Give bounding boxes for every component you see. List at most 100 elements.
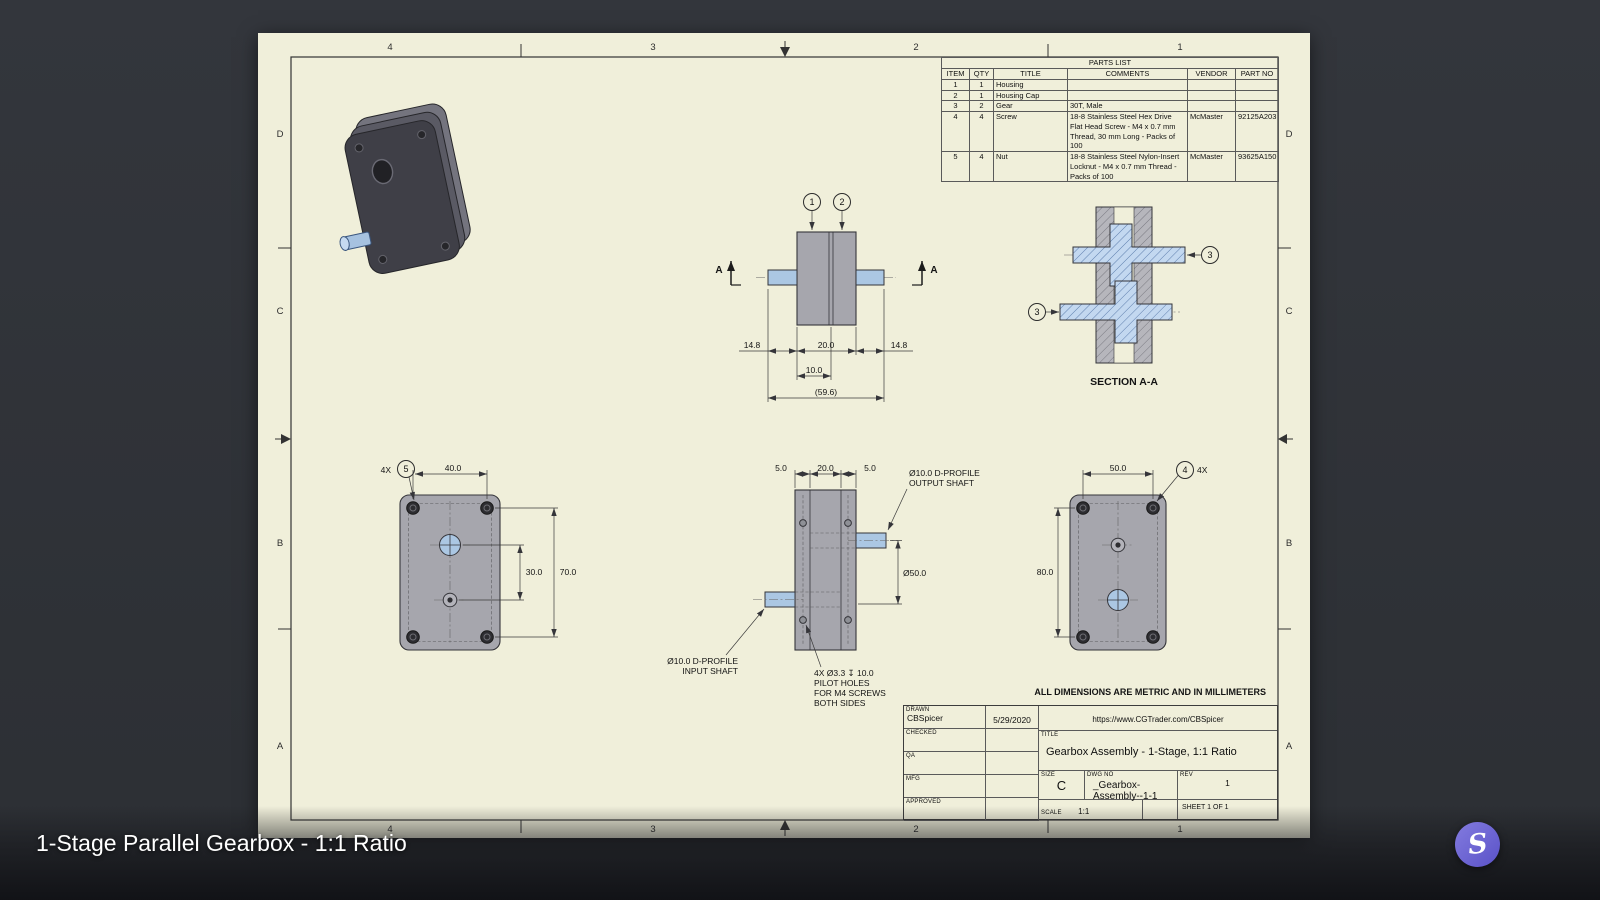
section-label: SECTION A-A <box>1090 376 1158 388</box>
svg-text:40.0: 40.0 <box>445 463 462 473</box>
drawn-cell: DRAWN CBSpicer <box>904 706 986 729</box>
zone-label: A <box>277 741 284 752</box>
balloon-2: 2 <box>833 193 851 230</box>
zone-label: D <box>1286 129 1293 140</box>
gear-section-top <box>1072 223 1186 287</box>
screw-head <box>417 130 427 140</box>
screw-heads <box>1076 501 1160 644</box>
top-view-dimensions: 14.8 20.0 14.8 10.0 (59.6) <box>739 289 913 402</box>
size-cell: SIZE C <box>1039 771 1085 800</box>
svg-text:BOTH SIDES: BOTH SIDES <box>814 698 866 708</box>
front-face-dimensions: 50.0 80.0 4 4X <box>1037 461 1208 638</box>
isometric-view <box>339 103 471 274</box>
zone-label: 4 <box>387 42 392 53</box>
drawn-by: CBSpicer <box>907 713 943 723</box>
input-shaft-callout: Ø10.0 D-PROFILE <box>667 656 738 666</box>
drawing-title-cell: TITLE Gearbox Assembly - 1-Stage, 1:1 Ra… <box>1039 731 1277 771</box>
drawing-sheet: 4 3 2 1 4 3 2 1 D C B A D C B A <box>258 33 1310 838</box>
parts-list-title: PARTS LIST <box>941 57 1279 69</box>
qa-cell: QA <box>904 752 986 775</box>
author-url: https://www.CGTrader.com/CBSpicer <box>1039 706 1277 731</box>
svg-text:50.0: 50.0 <box>1110 463 1127 473</box>
svg-text:80.0: 80.0 <box>1037 567 1054 577</box>
zone-label: C <box>1286 306 1293 317</box>
input-shaft <box>767 269 798 286</box>
drawing-title: Gearbox Assembly - 1-Stage, 1:1 Ratio <box>1046 745 1237 758</box>
screw-heads <box>406 501 494 644</box>
svg-text:5.0: 5.0 <box>864 463 876 473</box>
dwg-no-cell: DWG NO _Gearbox-Assembly--1-1 <box>1085 771 1178 802</box>
svg-text:30.0: 30.0 <box>526 567 543 577</box>
side-view-dimensions: 5.0 20.0 5.0 Ø10.0 D-PROFILE OUTPUT SHAF… <box>667 463 980 708</box>
zone-label: 3 <box>650 42 655 53</box>
output-shaft-callout: Ø10.0 D-PROFILE <box>909 468 980 478</box>
section-arrow-right: A <box>912 261 938 286</box>
drawing-canvas: 4 3 2 1 4 3 2 1 D C B A D C B A <box>275 41 1293 836</box>
section-arrow-left: A <box>715 261 741 286</box>
back-face-view: 4X 5 40.0 30.0 <box>381 460 577 651</box>
svg-text:70.0: 70.0 <box>560 567 577 577</box>
zone-label: C <box>277 306 284 317</box>
pilot-hole <box>799 519 807 527</box>
zone-label: A <box>1286 741 1293 752</box>
gear-section-bottom <box>1059 280 1173 344</box>
output-hole <box>371 158 394 185</box>
drawn-date: 5/29/2020 <box>986 706 1039 729</box>
section-view-a-a: 3 3 SECTION A-A <box>1028 206 1219 388</box>
svg-text:14.8: 14.8 <box>744 340 761 350</box>
top-view: 1 2 A A <box>715 193 938 402</box>
svg-text:2: 2 <box>839 197 844 207</box>
balloon-4: 4 <box>1156 461 1194 502</box>
pilot-hole <box>844 616 852 624</box>
checked-cell: CHECKED <box>904 729 986 752</box>
back-face-dimensions: 4X 5 40.0 30.0 <box>381 460 577 638</box>
zone-label: D <box>277 129 284 140</box>
svg-text:4X: 4X <box>1197 465 1208 475</box>
viewer-title: 1-Stage Parallel Gearbox - 1:1 Ratio <box>36 830 407 856</box>
output-shaft <box>855 269 885 286</box>
parts-list-header-row: ITEM QTY TITLE COMMENTS VENDOR PART NO <box>941 68 1279 80</box>
svg-text:A: A <box>715 265 722 276</box>
svg-text:5.0: 5.0 <box>775 463 787 473</box>
svg-text:INPUT SHAFT: INPUT SHAFT <box>682 666 738 676</box>
zone-label: 2 <box>913 42 918 53</box>
balloon-3-bottom: 3 <box>1028 303 1059 321</box>
screw-head <box>440 241 450 251</box>
pilot-hole <box>799 616 807 624</box>
brand-logo[interactable]: S <box>1455 822 1500 867</box>
svg-text:4: 4 <box>1182 465 1187 475</box>
svg-text:3: 3 <box>1207 250 1212 260</box>
side-view: 5.0 20.0 5.0 Ø10.0 D-PROFILE OUTPUT SHAF… <box>667 463 980 708</box>
svg-text:Ø50.0: Ø50.0 <box>903 568 926 578</box>
pilot-holes-callout: 4X Ø3.3 ↧ 10.0 <box>814 668 874 678</box>
svg-text:PILOT HOLES: PILOT HOLES <box>814 678 870 688</box>
screw-head <box>354 143 364 153</box>
svg-text:(59.6): (59.6) <box>815 387 837 397</box>
balloon-5: 5 <box>397 460 415 501</box>
dimensions-note: ALL DIMENSIONS ARE METRIC AND IN MILLIME… <box>1034 687 1266 697</box>
svg-text:1: 1 <box>809 197 814 207</box>
svg-text:14.8: 14.8 <box>891 340 908 350</box>
svg-text:4X: 4X <box>381 465 392 475</box>
title-block: DRAWN CBSpicer 5/29/2020 CHECKED QA MFG … <box>903 705 1278 821</box>
svg-text:OUTPUT SHAFT: OUTPUT SHAFT <box>909 478 974 488</box>
logo-letter: S <box>1466 828 1489 861</box>
front-face-view: 50.0 80.0 4 4X <box>1037 461 1208 651</box>
screw-head <box>378 254 388 264</box>
svg-text:5: 5 <box>403 464 408 474</box>
svg-text:20.0: 20.0 <box>818 340 835 350</box>
zone-label: B <box>1286 538 1292 549</box>
zone-label: 1 <box>1177 42 1182 53</box>
svg-text:3: 3 <box>1034 307 1039 317</box>
svg-text:10.0: 10.0 <box>806 365 823 375</box>
balloon-3-top: 3 <box>1187 246 1219 264</box>
viewer-bottom-bar: 1-Stage Parallel Gearbox - 1:1 Ratio S <box>0 806 1600 900</box>
mfg-cell: MFG <box>904 775 986 798</box>
parts-list-table: PARTS LIST ITEM QTY TITLE COMMENTS VENDO… <box>941 57 1279 183</box>
